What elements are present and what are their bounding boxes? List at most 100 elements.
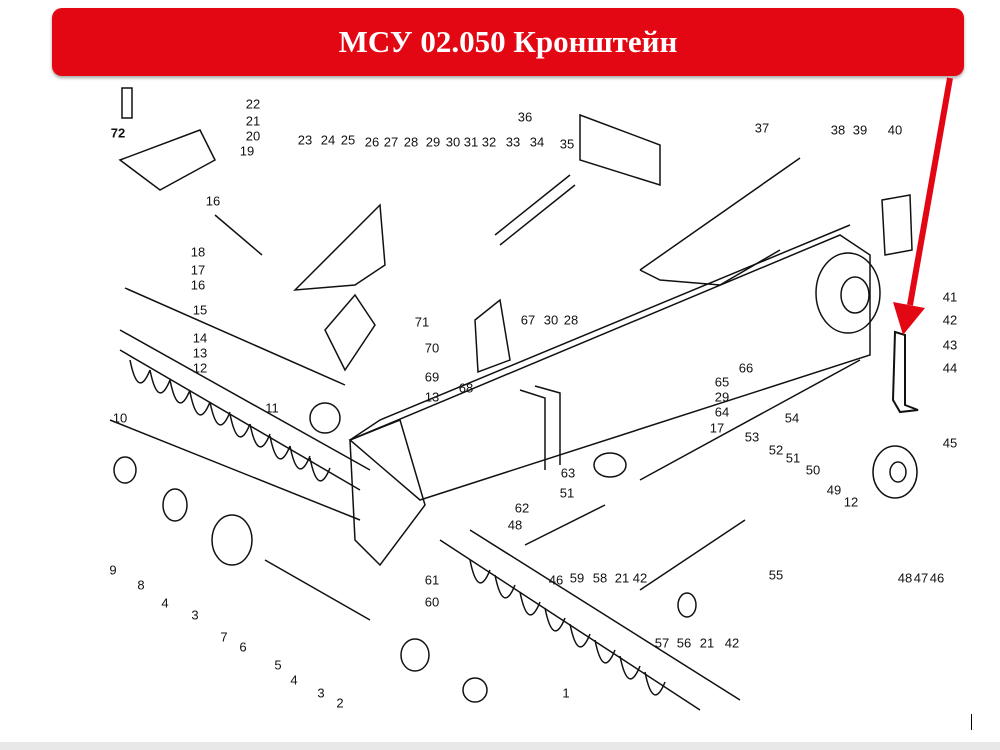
part-number-callout: 64 <box>714 404 730 420</box>
part-number-callout: 8 <box>137 577 145 593</box>
part-number-callout: 24 <box>320 132 336 148</box>
part-number-callout: 39 <box>852 122 868 138</box>
bearing-2 <box>462 677 488 703</box>
part-number-callout: 4 <box>161 595 169 611</box>
part-number-callout: 2 <box>336 695 344 711</box>
part-number-callout: 47 <box>913 570 929 586</box>
part-number-callout: 44 <box>942 360 958 376</box>
bearing-9 <box>113 456 137 484</box>
part-number-callout: 25 <box>340 132 356 148</box>
banner-title: МСУ 02.050 Кронштейн <box>338 24 678 59</box>
part-number-callout: 35 <box>559 136 575 152</box>
part-number-callout: 26 <box>364 134 380 150</box>
part-number-callout: 68 <box>458 380 474 396</box>
beam-band <box>519 385 561 470</box>
rod-54 <box>639 359 861 481</box>
part-number-callout: 72 <box>110 125 126 141</box>
part-number-callout: 30 <box>543 312 559 328</box>
part-number-callout: 7 <box>220 629 228 645</box>
part-number-callout: 17 <box>190 262 206 278</box>
part-number-callout: 57 <box>654 635 670 651</box>
bearing-4 <box>162 488 188 522</box>
part-number-callout: 43 <box>942 337 958 353</box>
part-number-callout: 55 <box>768 567 784 583</box>
part-number-callout: 45 <box>942 435 958 451</box>
rod-57 <box>639 519 746 591</box>
plate-35 <box>579 113 661 187</box>
part-number-callout: 23 <box>297 132 313 148</box>
part-number-callout: 29 <box>714 389 730 405</box>
pulley-large <box>815 252 881 334</box>
bottom-scrollbar[interactable] <box>0 742 1000 750</box>
part-number-callout: 62 <box>514 500 530 516</box>
part-number-callout: 29 <box>425 134 441 150</box>
spring-72 <box>121 87 133 119</box>
bracket-43 <box>891 330 919 414</box>
part-number-callout: 30 <box>445 134 461 150</box>
part-number-callout: 20 <box>245 128 261 144</box>
part-number-callout: 22 <box>245 96 261 112</box>
housing-68 <box>349 418 426 567</box>
part-number-callout: 1 <box>562 685 570 701</box>
part-number-callout: 3 <box>317 685 325 701</box>
part-number-callout: 52 <box>768 442 784 458</box>
part-number-callout: 46 <box>929 570 945 586</box>
pulley-45 <box>872 445 918 499</box>
sprocket-11 <box>309 402 341 434</box>
main-beam <box>348 234 871 501</box>
part-number-callout: 41 <box>942 289 958 305</box>
shaft-5 <box>264 559 371 621</box>
part-number-callout: 13 <box>192 345 208 361</box>
part-number-callout: 51 <box>785 450 801 466</box>
part-number-callout: 61 <box>424 572 440 588</box>
part-number-callout: 48 <box>897 570 913 586</box>
title-banner: МСУ 02.050 Кронштейн <box>52 8 964 76</box>
part-number-callout: 49 <box>826 482 842 498</box>
chain-34 <box>494 174 576 246</box>
part-number-callout: 59 <box>569 570 585 586</box>
part-number-callout: 4 <box>290 672 298 688</box>
rod-37 <box>639 157 801 286</box>
part-number-callout: 21 <box>699 635 715 651</box>
part-number-callout: 12 <box>843 494 859 510</box>
part-number-callout: 28 <box>563 312 579 328</box>
part-number-callout: 56 <box>676 635 692 651</box>
part-number-callout: 18 <box>190 244 206 260</box>
part-number-callout: 16 <box>190 277 206 293</box>
part-number-callout: 42 <box>724 635 740 651</box>
bearing-4b <box>400 638 430 672</box>
part-number-callout: 28 <box>403 134 419 150</box>
part-number-callout: 5 <box>274 657 282 673</box>
cover-67 <box>474 298 511 374</box>
part-number-callout: 15 <box>192 302 208 318</box>
sprocket-63 <box>593 452 627 478</box>
part-number-callout: 27 <box>383 134 399 150</box>
part-number-callout: 13 <box>424 389 440 405</box>
part-number-callout: 31 <box>463 134 479 150</box>
part-number-callout: 21 <box>614 570 630 586</box>
part-number-callout: 69 <box>424 369 440 385</box>
shield-19 <box>118 129 216 191</box>
part-number-callout: 54 <box>784 410 800 426</box>
part-number-callout: 71 <box>414 314 430 330</box>
part-number-callout: 3 <box>191 607 199 623</box>
part-number-callout: 10 <box>112 410 128 426</box>
part-number-callout: 36 <box>517 109 533 125</box>
part-number-callout: 67 <box>520 312 536 328</box>
beam-top-edge <box>349 224 851 441</box>
part-number-callout: 63 <box>560 465 576 481</box>
part-number-callout: 65 <box>714 374 730 390</box>
sprocket-7 <box>211 514 253 566</box>
rod-59 <box>524 504 606 546</box>
part-number-callout: 58 <box>592 570 608 586</box>
shaft-18 <box>214 214 263 256</box>
part-number-callout: 50 <box>805 462 821 478</box>
part-number-callout: 32 <box>481 134 497 150</box>
part-number-callout: 51 <box>559 485 575 501</box>
part-number-callout: 21 <box>245 113 261 129</box>
part-number-callout: 70 <box>424 340 440 356</box>
part-number-callout: 42 <box>632 570 648 586</box>
part-number-callout: 37 <box>754 120 770 136</box>
